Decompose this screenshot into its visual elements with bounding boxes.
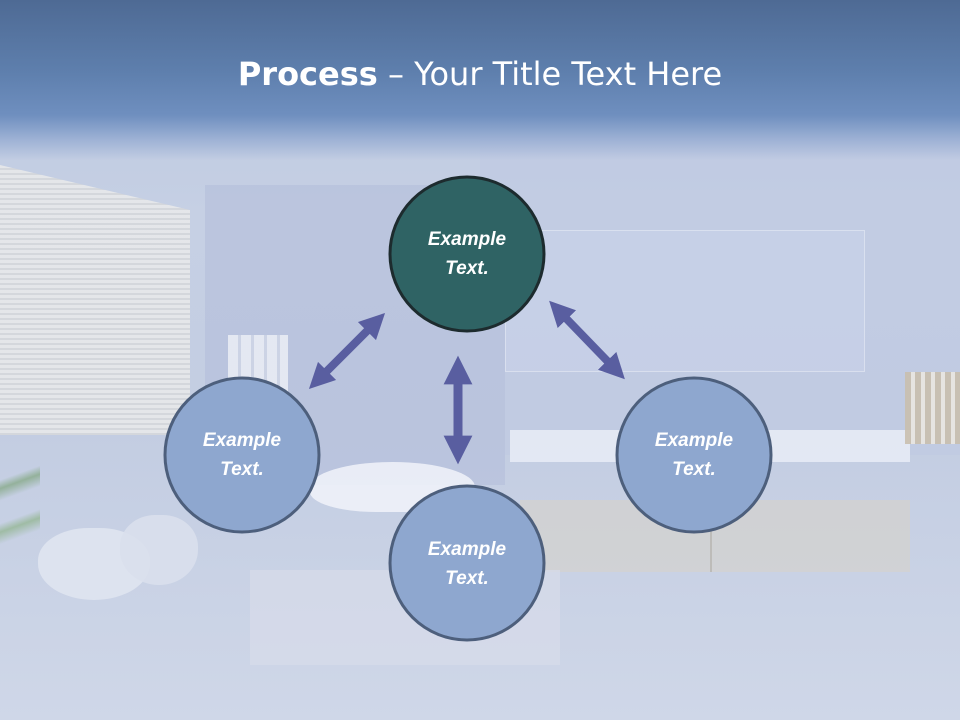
title-text-part: Your Title Text Here (414, 55, 723, 93)
process-node-right[interactable] (615, 376, 773, 534)
node-text-bottom[interactable]: Example Text. (402, 535, 532, 593)
arrow-top-right[interactable] (549, 300, 625, 380)
arrow-top-left[interactable] (308, 312, 386, 390)
node-text-top[interactable]: Example Text. (402, 225, 532, 283)
node-text-line: Example (202, 430, 282, 451)
slide-title[interactable]: Process – Your Title Text Here (0, 52, 960, 96)
node-text-line: Text. (672, 459, 716, 480)
cabinet-divider (710, 500, 712, 572)
node-text-line: Text. (445, 568, 489, 589)
towel (905, 372, 960, 444)
plant (0, 445, 40, 605)
node-text-left[interactable]: Example Text. (177, 426, 307, 484)
node-text-line: Example (427, 229, 507, 250)
node-text-line: Text. (445, 258, 489, 279)
node-text-line: Example (427, 539, 507, 560)
process-node-bottom[interactable] (388, 484, 546, 642)
node-text-right[interactable]: Example Text. (629, 426, 759, 484)
process-node-left[interactable] (163, 376, 321, 534)
title-band (0, 0, 960, 160)
node-text-line: Text. (220, 459, 264, 480)
node-text-line: Example (654, 430, 734, 451)
bidet (120, 515, 198, 585)
process-node-top[interactable] (388, 175, 546, 333)
title-separator: – (377, 55, 415, 93)
window-blinds (0, 165, 190, 435)
title-bold-part: Process (237, 55, 378, 93)
